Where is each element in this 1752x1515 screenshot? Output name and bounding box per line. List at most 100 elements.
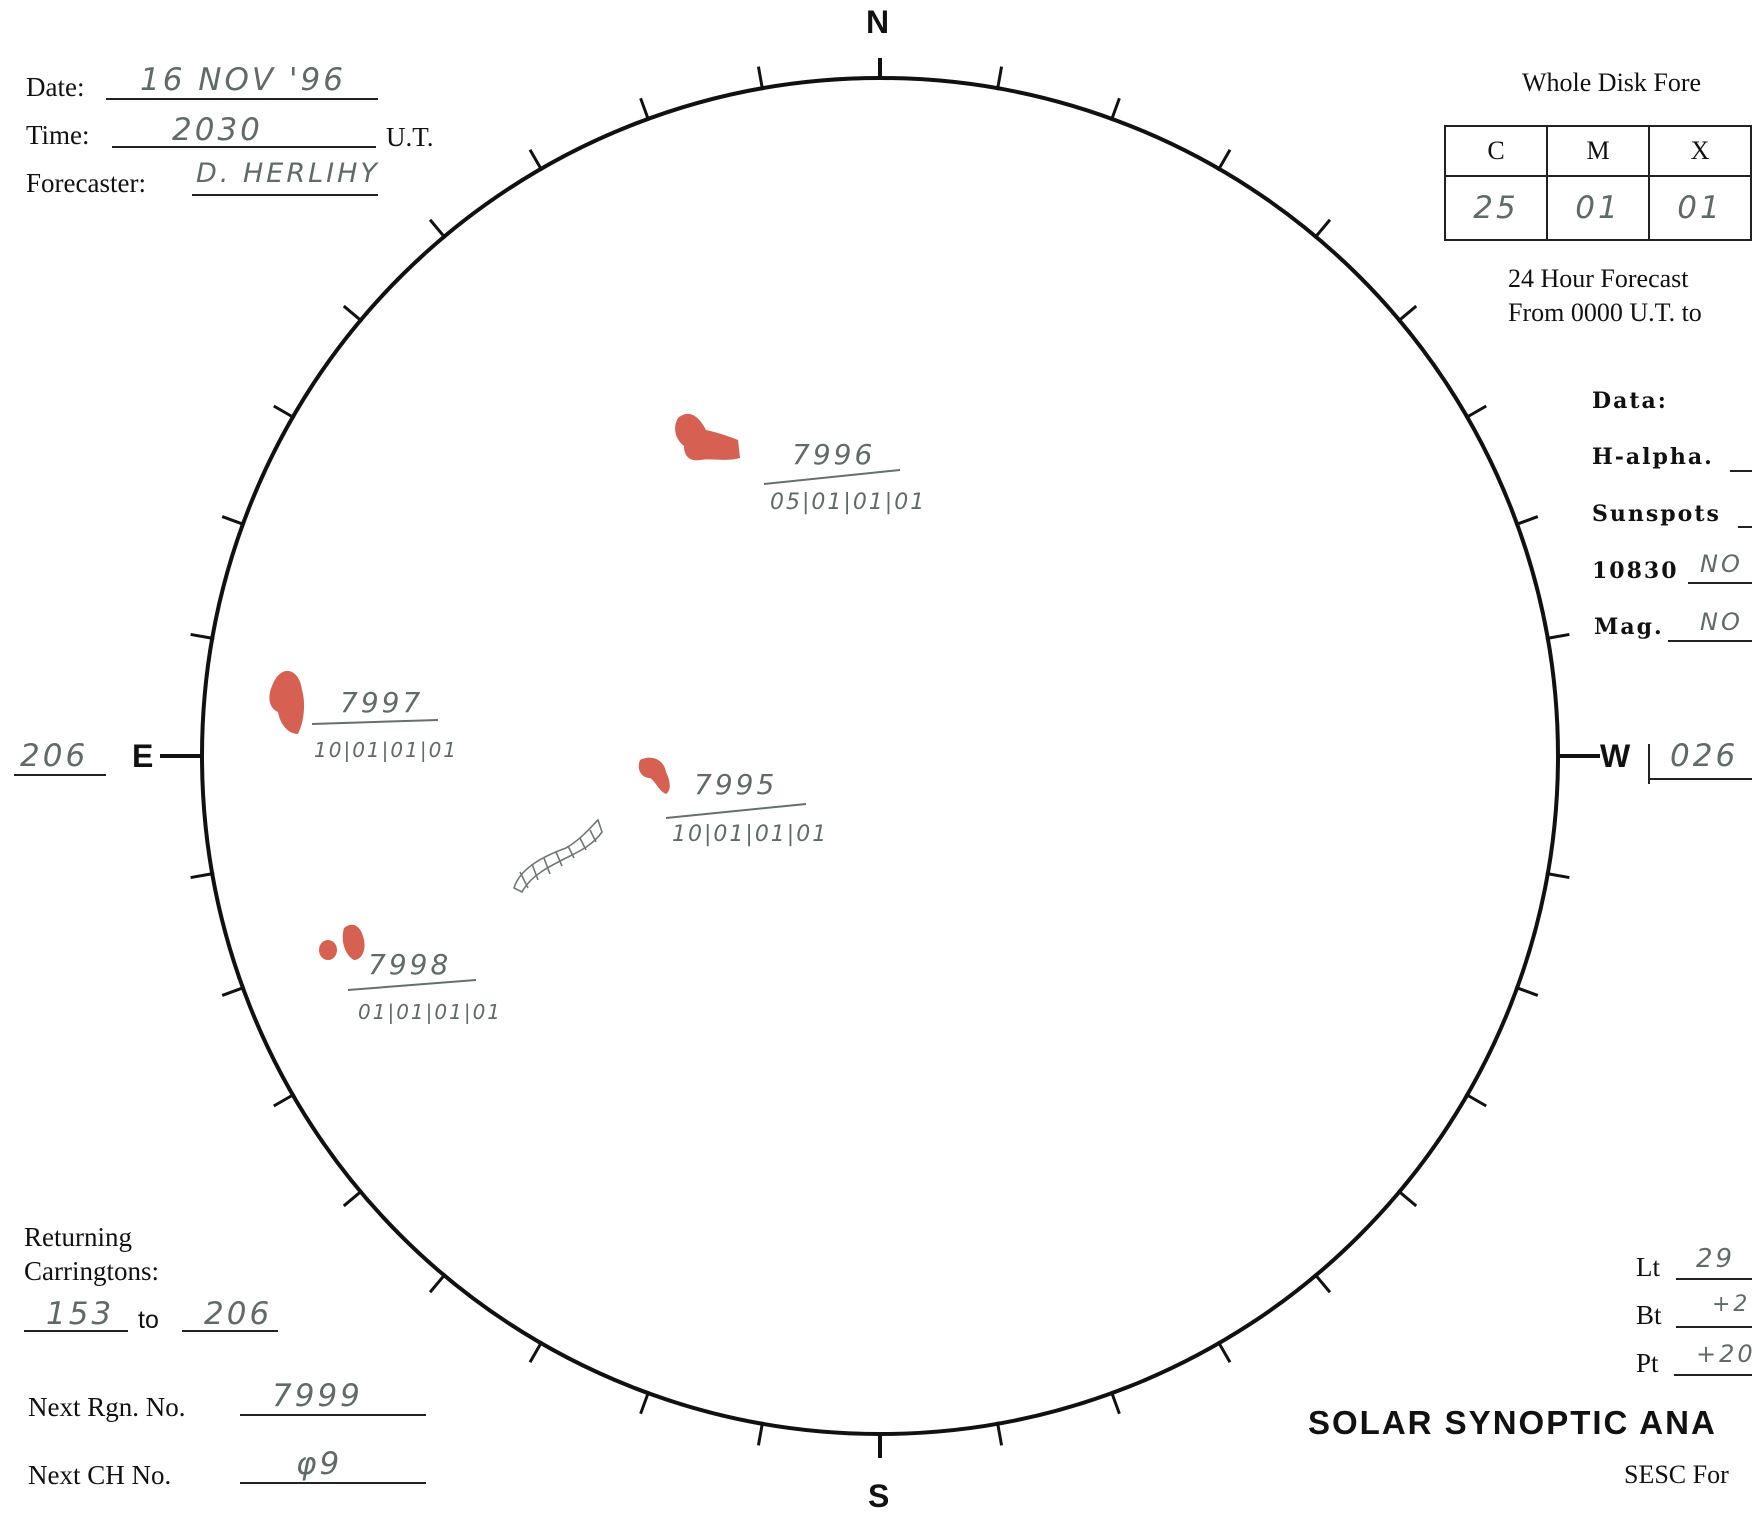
limb-tick [1216,149,1232,172]
west-limb-value: 026 [1670,738,1739,774]
limb-tick [639,97,651,122]
limb-tick [428,218,447,240]
forecast-value-x: 01 [1648,175,1752,241]
lt-value: 29 [1696,1244,1736,1274]
forecast-col-c: C [1444,125,1548,177]
region-7997-spot [269,670,305,734]
next-rgn-value: 7999 [272,1378,363,1414]
west-limb-marker [1648,744,1650,784]
limb-tick [190,871,215,880]
carrington-label-line2: Carringtons: [24,1256,159,1286]
form-subtitle: SESC For [1624,1460,1729,1489]
region-7997-rule [311,719,439,725]
limb-tick [428,1272,447,1294]
time-label: Time: [26,120,90,150]
limb-tick [221,985,246,997]
data-mag-value: NO [1700,608,1743,636]
region-7998-spot-a [342,924,365,960]
region-7996-spot [675,413,740,461]
limb-tick [756,1421,765,1446]
limb-tick [1514,515,1539,527]
carrington-from-underline [24,1330,128,1332]
limb-tick [342,1189,364,1208]
limb-tick [1396,304,1418,323]
limb-tick [221,515,246,527]
carrington-from: 153 [46,1296,115,1332]
forecast-col-x: X [1648,125,1752,177]
next-ch-underline [240,1482,426,1484]
data-mag-label: Mag. [1594,614,1664,640]
limb-tick [1109,1390,1121,1415]
data-heading: Data: [1592,388,1668,414]
data-sunspots-label: Sunspots [1592,501,1721,527]
limb-tick [1545,871,1570,880]
region-7996-rule [763,469,901,485]
pt-value: +20 [1696,1340,1752,1368]
next-rgn-label: Next Rgn. No. [28,1392,186,1422]
region-7996-code: 05|01|01|01 [770,490,927,515]
carrington-to-underline [182,1330,278,1332]
data-halpha-underline [1730,470,1752,472]
carrington-to-label: to [138,1306,159,1334]
region-7995-rule [665,803,807,819]
compass-north: N [866,4,890,40]
region-7995-code: 10|01|01|01 [672,822,829,847]
data-10830-underline [1688,582,1752,584]
lt-label: Lt [1636,1252,1660,1282]
limb-tick [995,1421,1004,1446]
region-7998-number: 7998 [368,948,452,981]
region-7997-code: 10|01|01|01 [314,738,459,762]
east-limb-value: 206 [20,738,89,774]
limb-tick [1464,1092,1487,1108]
limb-tick [273,404,296,420]
limb-tick [995,66,1004,91]
data-10830-label: 10830 [1592,558,1679,584]
date-underline [106,98,378,100]
time-unit: U.T. [386,122,434,152]
data-mag-underline [1668,640,1752,642]
flare-forecast-table: C M X 25 01 01 [1444,125,1752,241]
region-7997-number: 7997 [340,686,424,719]
limb-tick [639,1390,651,1415]
data-sunspots-underline [1738,526,1752,528]
time-underline [112,146,376,148]
filament-sketch [513,818,603,894]
region-7995-number: 7995 [694,768,778,801]
forecast-period-line2: From 0000 U.T. to [1508,298,1702,327]
time-value: 2030 [172,112,263,148]
forecast-period-line1: 24 Hour Forecast [1508,264,1689,293]
data-halpha-label: H-alpha. [1592,444,1714,470]
limb-tick [1313,1272,1332,1294]
bt-underline [1676,1326,1752,1328]
region-7998-spot-b [319,940,337,960]
west-limb-underline [1650,778,1752,780]
limb-tick [273,1092,296,1108]
forecast-col-m: M [1546,125,1650,177]
limb-tick [1514,985,1539,997]
forecast-title: Whole Disk Fore [1522,68,1702,97]
limb-tick [756,66,765,91]
limb-tick [1109,97,1121,122]
bt-label: Bt [1636,1300,1662,1330]
pt-label: Pt [1636,1348,1659,1378]
compass-south: S [868,1478,890,1514]
limb-tick [342,304,364,323]
carrington-to: 206 [204,1296,273,1332]
lt-underline [1676,1278,1752,1280]
limb-tick [528,1340,544,1363]
limb-tick [1396,1189,1418,1208]
limb-tick [1464,404,1487,420]
region-7996-number: 7996 [792,438,876,471]
limb-tick-marks [190,66,1570,1446]
next-ch-label: Next CH No. [28,1460,172,1490]
limb-tick [1313,218,1332,240]
date-label: Date: [26,72,85,102]
carrington-label-line1: Returning [24,1222,132,1252]
limb-tick [528,149,544,172]
bt-value: +2 [1712,1292,1751,1317]
east-limb-underline [14,774,106,776]
date-value: 16 NOV '96 [140,62,346,98]
forecaster-underline [192,194,378,196]
limb-tick [190,632,215,641]
